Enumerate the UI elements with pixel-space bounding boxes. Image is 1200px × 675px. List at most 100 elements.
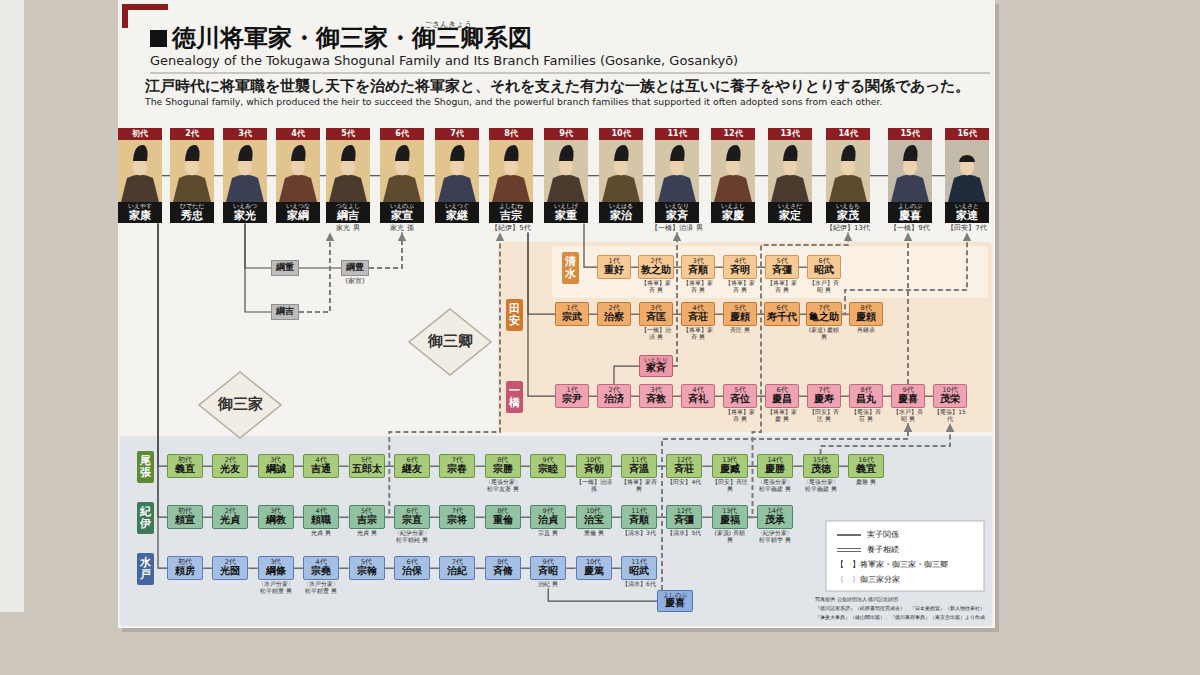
reading: いえよし — [711, 203, 755, 209]
generation-tag: 14代 — [760, 508, 790, 515]
portrait-ground — [711, 140, 755, 202]
generation-tag: 6代 — [810, 258, 838, 265]
lineage-line — [589, 314, 597, 315]
member-name: 義直 — [170, 464, 200, 475]
family-head-box: 6代寿千代 — [764, 302, 800, 326]
name-band: いえつぐ家継 — [435, 202, 479, 223]
robe — [173, 175, 211, 203]
reading: いえのぶ — [380, 203, 424, 209]
shogun-name: 家治 — [599, 209, 643, 221]
member-name: 治紀 — [442, 566, 472, 577]
member-name: 斉匡 — [642, 312, 670, 323]
generation-tag: 5代 — [352, 457, 382, 464]
lineage-line — [715, 314, 723, 315]
lineage-line — [203, 568, 212, 569]
portrait — [544, 140, 588, 202]
family-head-box: 14代茂承〈紀伊分家〉松平頼学 男 — [756, 505, 794, 544]
note-block: 治紀 男 — [529, 581, 567, 588]
portrait — [380, 140, 424, 202]
member-box: 11代斉温 — [621, 454, 657, 478]
generation-tag: 10代 — [579, 559, 609, 566]
legend-row: 実子関係 — [836, 527, 948, 542]
lineage-line — [294, 517, 303, 518]
diamond-shape — [199, 372, 281, 438]
generation-tag: 5代 — [726, 387, 754, 394]
face — [238, 159, 252, 176]
generation-tag: 3代 — [223, 128, 267, 140]
note-block: 【清水】3代 — [620, 530, 658, 537]
family-head-box: 1代宗尹 — [555, 384, 589, 408]
robe — [438, 175, 476, 203]
generation-tag: 初代 — [170, 559, 200, 566]
family-head-box: 6代宗直〈紀伊分家〉松平頼純 男 — [393, 505, 431, 544]
lineage-line — [799, 396, 807, 397]
family-box: 尾張 — [137, 451, 154, 483]
generation-tag: 8代 — [488, 559, 518, 566]
lineage-line — [612, 517, 621, 518]
generation-tag: 8代 — [488, 457, 518, 464]
lineage-note: 〈水戸分家〉松平頼豊 男 — [302, 581, 340, 595]
portrait-card: 5代つなよし綱吉 — [326, 128, 370, 223]
generation-tag: 7代 — [442, 559, 472, 566]
family-head-box: 初代義直 — [167, 454, 203, 478]
family-box: 紀伊 — [137, 502, 154, 534]
member-box: 14代慶勝 — [757, 454, 793, 478]
heir-box: 綱重 — [271, 260, 299, 276]
member-box: 11代斉順 — [621, 505, 657, 529]
heir-box: 綱重 — [271, 260, 299, 276]
lineage-line — [339, 466, 348, 467]
lineage-note: 光貞 男 — [348, 530, 386, 537]
note-block: 〈尾張分家〉松平義建 男 — [802, 479, 840, 493]
shogun-name: 家光 — [223, 209, 267, 221]
generation-tag: 2代 — [641, 258, 671, 265]
note-block: 〈尾張分家〉松平義建 男 — [756, 479, 794, 493]
lineage-note: 家光 男 — [326, 224, 370, 232]
generation-tag: 4代 — [684, 387, 712, 394]
family-head-box: 4代斉荘【将軍】家斉 男 — [681, 302, 715, 341]
lineage-note: 【将軍】家斉 男 — [765, 280, 799, 294]
generation-tag: 7代 — [809, 305, 839, 312]
generation-tab: 15代 — [888, 128, 932, 140]
member-name: 頼房 — [170, 566, 200, 577]
lineage-note: 再継承 — [849, 327, 883, 334]
note-block: 【尾張】斉荘 男 — [849, 409, 883, 423]
generation-tag: 2代 — [170, 128, 214, 140]
member-box: 2代治察 — [597, 302, 631, 326]
member-box: 2代光貞 — [212, 505, 248, 529]
name-band: いえもち家茂 — [826, 202, 870, 223]
member-box: 3代綱條 — [258, 556, 294, 580]
family-head-box: 5代吉宗光貞 男 — [348, 505, 386, 537]
lineage-line — [799, 267, 807, 268]
lineage-note: (家宣) — [341, 277, 369, 285]
face — [841, 159, 855, 176]
member-name: 斉位 — [726, 394, 754, 405]
note-block: 〈紀伊分家〉松平頼学 男 — [756, 530, 794, 544]
generation-tab: 6代 — [380, 128, 424, 140]
lineage-note: 【一橋】治済 男 — [639, 327, 673, 341]
credit: 『徳川諸家系譜』（続群書類従完成会）、『日本史総覧』（新人物往来社） — [815, 606, 985, 612]
generation-tag: 6代 — [397, 559, 427, 566]
note-block: 再継承 — [849, 327, 883, 334]
group-label: 御三家 — [218, 396, 263, 413]
lineage-note: 〈尾張分家〉松平義建 男 — [802, 479, 840, 493]
lineage-line — [566, 517, 575, 518]
headwear — [841, 145, 856, 161]
member-box: 初代義直 — [167, 454, 203, 478]
member-name: 斉順 — [624, 515, 654, 526]
name-band: いえやす家康 — [118, 202, 162, 223]
lineage-line — [715, 396, 723, 397]
lineage-line — [643, 175, 655, 176]
robe — [771, 175, 809, 203]
member-box: 8代宗勝 — [485, 454, 521, 478]
family-label: 一橋 — [506, 381, 523, 413]
headwear — [185, 145, 200, 161]
portrait-ground — [276, 140, 320, 202]
reading: ひでただ — [170, 203, 214, 209]
member-name: 綱條 — [261, 566, 291, 577]
note-block: 【将軍】家斉 男 — [639, 280, 673, 294]
member-box: 12代斉彊 — [666, 505, 702, 529]
family-head-box: 1代重好 — [597, 255, 631, 279]
member-box: 1代宗尹 — [555, 384, 589, 408]
note-block: 【田安】斉匡 男 — [711, 479, 749, 493]
family-head-box: 2代光友 — [212, 454, 248, 478]
